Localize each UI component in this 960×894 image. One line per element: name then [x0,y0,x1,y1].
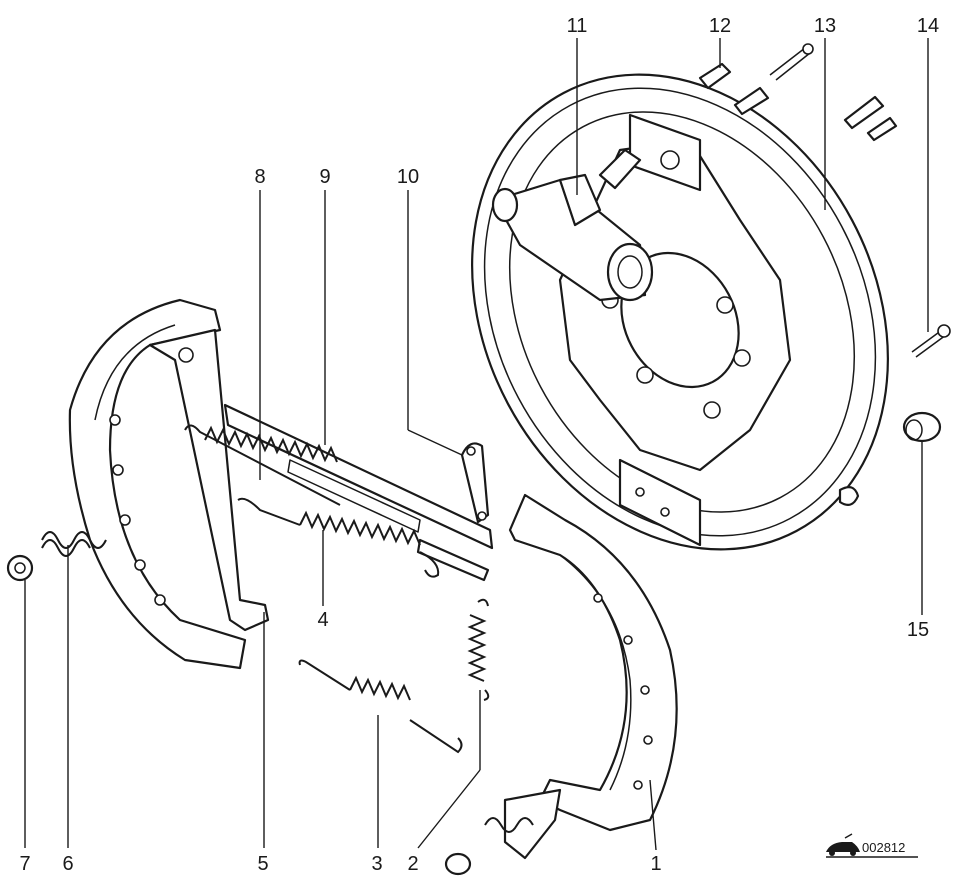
callout-7: 7 [19,853,30,875]
spring-6 [41,531,107,557]
callout-2: 2 [407,853,418,875]
lever-10 [460,442,490,524]
brake-shoe-right [444,493,678,876]
callout-10: 10 [397,166,419,188]
callout-9: 9 [319,166,330,188]
wheel-cylinder [491,148,654,302]
callout-11: 11 [567,15,588,37]
callout-lines [24,38,929,851]
callout-13: 13 [814,15,836,37]
strut-bar [223,403,494,582]
callout-4: 4 [317,609,328,631]
callout-8: 8 [254,166,265,188]
spring-2 [467,598,490,701]
drawing-code-text: 002812 [862,840,905,855]
spring-3 [298,659,463,754]
brake-shoe-left [68,298,270,670]
car-silhouette-icon [826,833,860,856]
callout-6: 6 [62,853,73,875]
callout-14: 14 [917,15,939,37]
callout-12: 12 [709,15,731,37]
cap-15 [902,411,942,443]
spring-4 [237,497,440,578]
callout-15: 15 [907,619,929,641]
pin-14 [911,324,951,358]
drawing-code: 002812 [826,833,918,858]
cap-7 [6,554,34,582]
callout-3: 3 [371,853,382,875]
callout-numbers: 1 2 3 4 5 6 7 8 9 10 11 12 13 14 15 [19,15,939,875]
bolts-12 [698,43,898,142]
callout-5: 5 [257,853,268,875]
spring-8 [184,424,341,506]
callout-1: 1 [650,853,661,875]
